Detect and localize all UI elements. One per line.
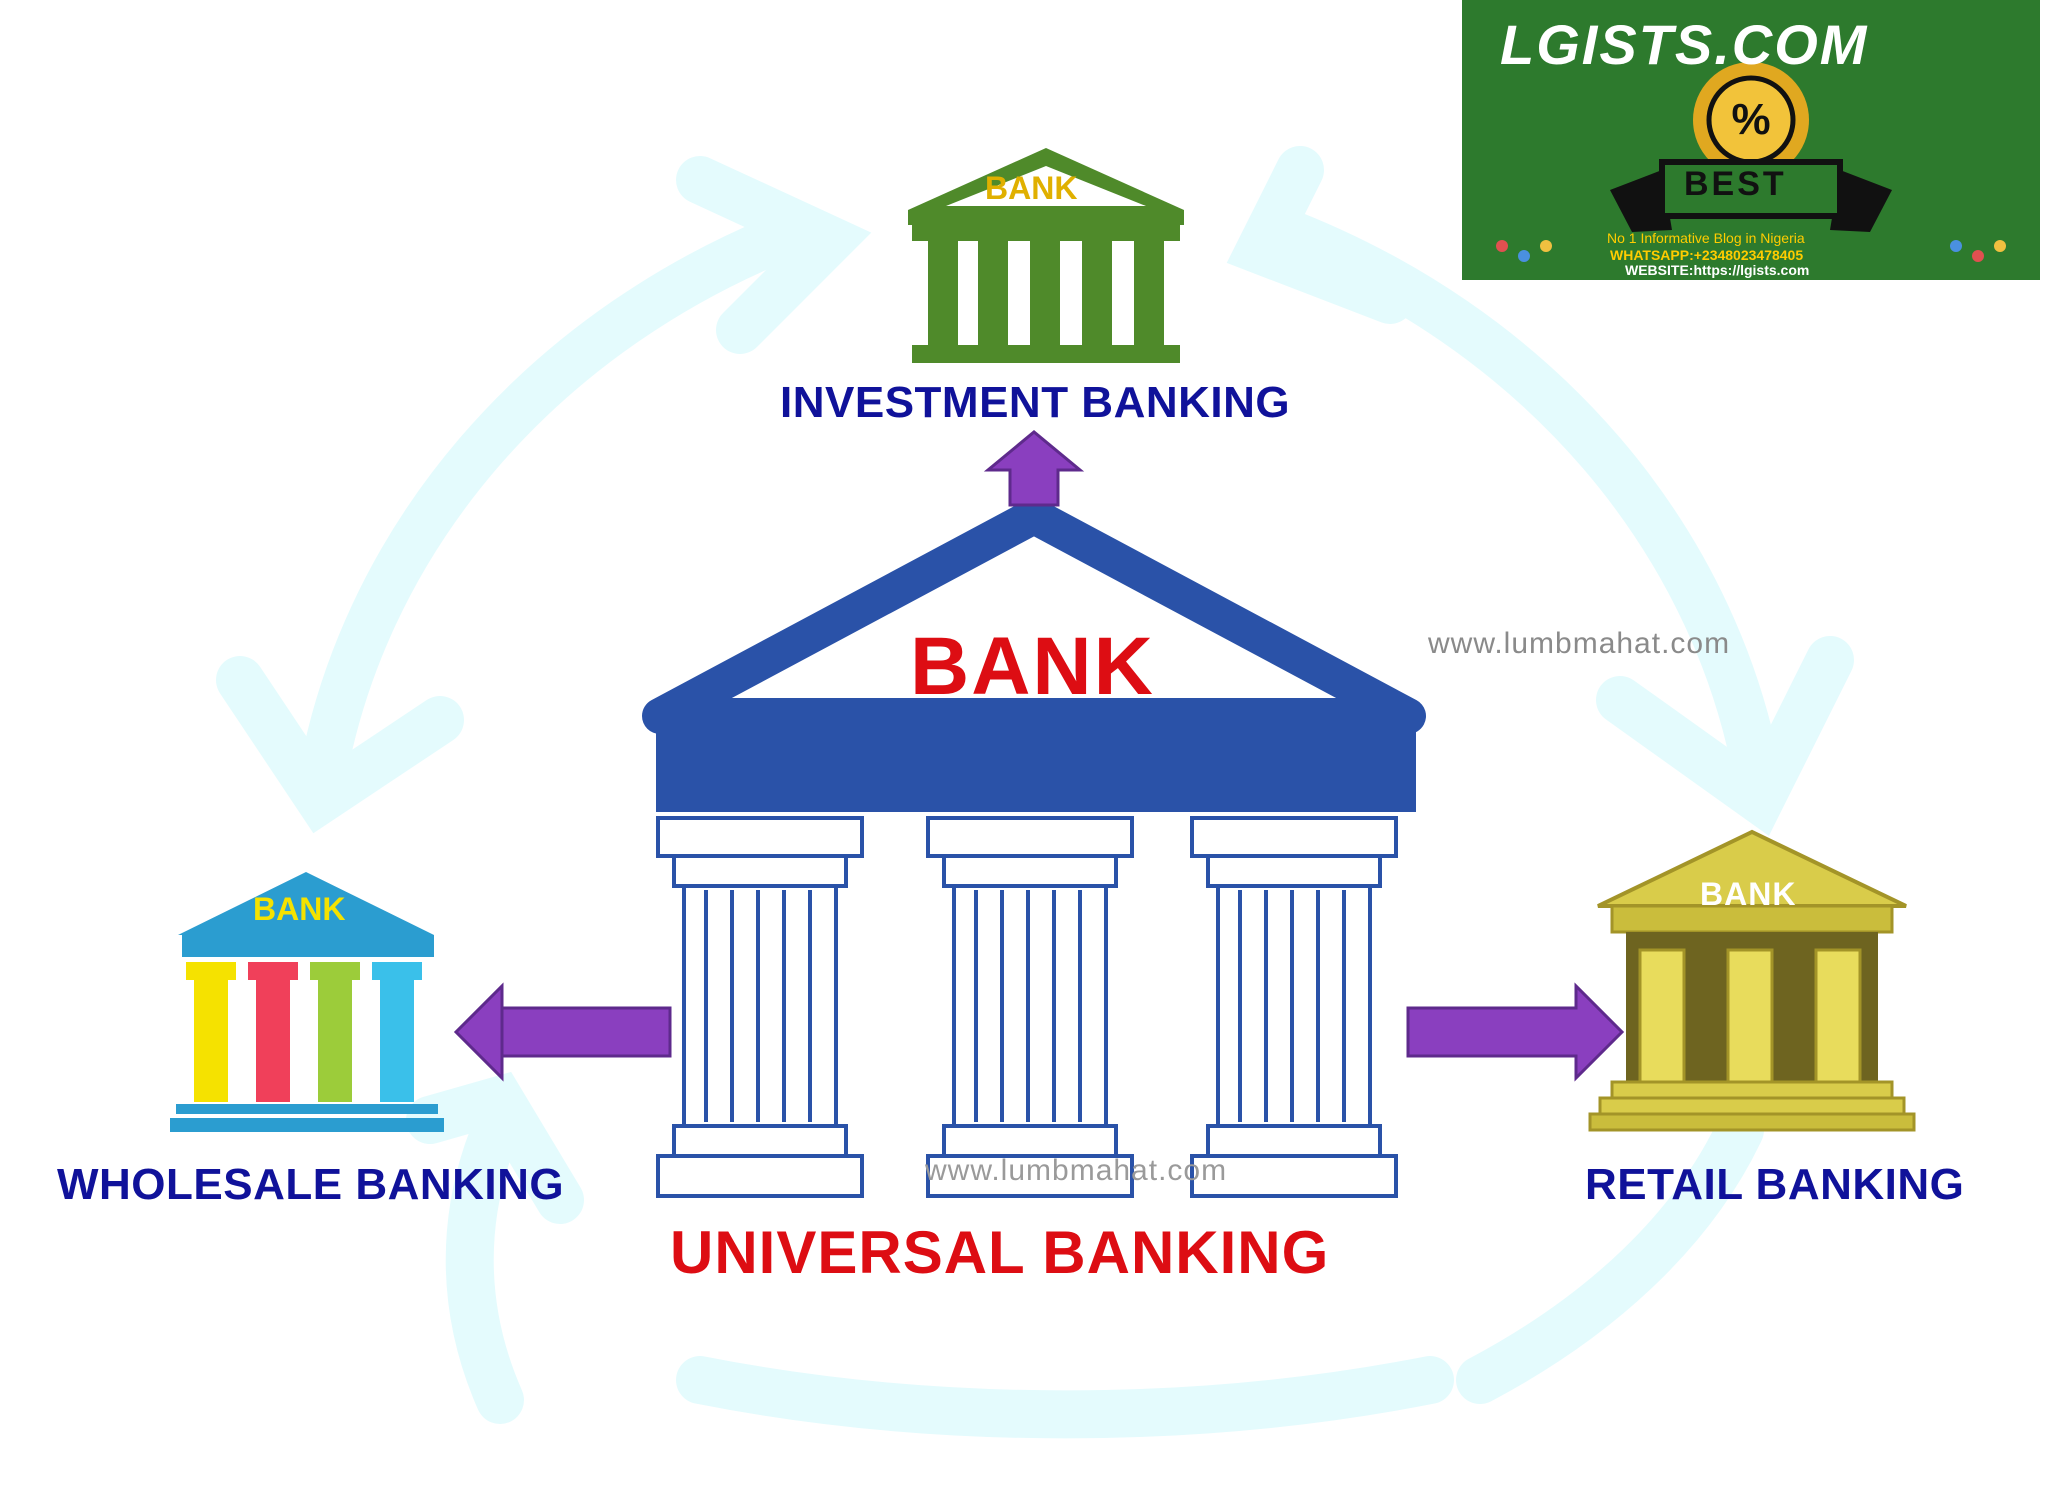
cycle-arrowhead-top-right	[1226, 146, 1414, 324]
watermark-center: www.lumbmahat.com	[925, 1154, 1228, 1187]
main-bank-columns	[656, 816, 1398, 1198]
arrow-to-investment	[983, 430, 1085, 507]
logo-website: WEBSITE:https://lgists.com	[1625, 262, 1810, 278]
main-bank-column-right	[1190, 816, 1398, 1198]
main-bank-entablature	[656, 712, 1416, 812]
ribbon-left	[1610, 170, 1672, 232]
wholesale-bank-roof	[178, 872, 434, 935]
universal-bank-icon	[642, 498, 1426, 1198]
cycle-arc-bottom-right	[1456, 1106, 1764, 1404]
investment-bank-sign: BANK	[985, 170, 1078, 206]
investment-bank-pediment	[946, 166, 1146, 206]
cycle-arrowhead-top	[676, 156, 872, 354]
logo-whatsapp: WHATSAPP:+2348023478405	[1610, 247, 1804, 263]
main-bank-column-center	[926, 816, 1134, 1198]
cycle-arc-top-left	[296, 206, 824, 814]
cycle-arrowhead-bottom-left	[406, 1071, 584, 1224]
investment-banking-label: INVESTMENT BANKING	[780, 378, 1291, 427]
lgists-logo-banner[interactable]: % LGISTS.COM BEST No 1 Informative Blog …	[1462, 0, 2040, 280]
logo-title: LGISTS.COM	[1500, 13, 1869, 76]
retail-banking-label: RETAIL BANKING	[1585, 1160, 1965, 1209]
cycle-arrows-background	[216, 146, 1854, 1439]
logo-graphic: %	[1496, 62, 2006, 262]
cycle-arrowhead-right	[1596, 636, 1854, 836]
wholesale-banking-label: WHOLESALE BANKING	[57, 1160, 565, 1209]
svg-text:%: %	[1731, 95, 1770, 144]
cycle-arc-bottom-left	[445, 1096, 524, 1424]
arrow-to-retail	[1406, 982, 1625, 1082]
cycle-arc-bottom	[676, 1356, 1454, 1439]
logo-badge-text: BEST	[1684, 165, 1787, 203]
wholesale-bank-sign: BANK	[253, 891, 346, 927]
investment-bank-icon	[908, 148, 1184, 363]
retail-bank-sign: BANK	[1700, 876, 1797, 912]
retail-bank-icon	[1588, 829, 1916, 1132]
ribbon-right	[1830, 170, 1892, 232]
wholesale-bank-icon	[170, 872, 444, 1132]
watermark-right: www.lumbmahat.com	[1428, 627, 1731, 660]
universal-banking-label: UNIVERSAL BANKING	[670, 1219, 1330, 1286]
logo-tagline: No 1 Informative Blog in Nigeria	[1607, 230, 1805, 246]
cycle-arrowhead-left	[216, 656, 464, 834]
main-bank-column-left	[656, 816, 864, 1198]
main-bank-sign: BANK	[910, 621, 1155, 712]
arrow-to-wholesale	[453, 982, 672, 1082]
